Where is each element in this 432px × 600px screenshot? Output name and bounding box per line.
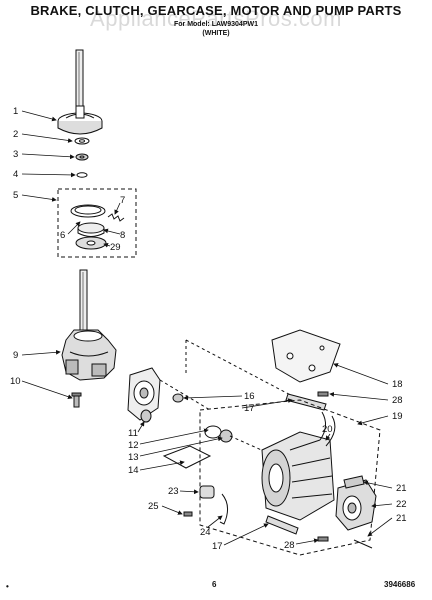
callout-11: 11 <box>128 428 138 439</box>
callout-6: 6 <box>60 230 65 241</box>
callout-14: 14 <box>128 465 139 476</box>
callout-24: 24 <box>200 527 211 538</box>
gearcase-drawing <box>61 329 117 408</box>
capacitor-drawing <box>183 485 228 525</box>
leader-lines <box>21 110 393 546</box>
callout-17-lower: 17 <box>212 541 223 552</box>
callout-17: 17 <box>244 403 255 414</box>
callout-1: 1 <box>13 106 18 117</box>
page-title: BRAKE, CLUTCH, GEARCASE, MOTOR AND PUMP … <box>30 3 402 18</box>
watermark: AppliancePartsPros.com <box>90 6 342 31</box>
callout-16: 16 <box>244 391 255 402</box>
color-subtitle: (WHITE) <box>202 30 230 37</box>
callout-20: 20 <box>322 424 333 435</box>
pump-and-pulley-drawing <box>127 339 301 469</box>
mounting-bracket-drawing <box>271 329 341 411</box>
callout-7: 7 <box>120 195 125 206</box>
motor-drawing <box>199 399 381 556</box>
page-number: 6 <box>212 580 217 589</box>
callout-21: 21 <box>396 483 407 494</box>
document-number: 3946686 <box>384 580 416 589</box>
callout-3: 3 <box>13 149 18 160</box>
callout-28-lower: 28 <box>284 540 295 551</box>
model-subtitle: For Model: LAW9304PW1 <box>173 21 258 28</box>
brake-stack-drawing <box>57 49 137 333</box>
callout-10: 10 <box>10 376 21 387</box>
callout-8: 8 <box>120 230 125 241</box>
callout-13: 13 <box>128 452 139 463</box>
callout-21-lower: 21 <box>396 513 407 524</box>
callout-4: 4 <box>13 169 18 180</box>
callout-9: 9 <box>13 350 18 361</box>
callout-19: 19 <box>392 411 403 422</box>
callout-29: 29 <box>110 242 121 253</box>
callout-28-upper: 28 <box>392 395 403 406</box>
callout-18: 18 <box>392 379 403 390</box>
footer-mark: • <box>6 582 9 591</box>
callout-12: 12 <box>128 440 139 451</box>
callout-2: 2 <box>13 129 18 140</box>
callout-25: 25 <box>148 501 159 512</box>
callout-labels: 1 2 3 4 5 6 7 8 29 9 10 11 12 13 14 16 1… <box>10 106 407 552</box>
callout-5: 5 <box>13 190 18 201</box>
callout-23: 23 <box>168 486 179 497</box>
callout-22: 22 <box>396 499 407 510</box>
